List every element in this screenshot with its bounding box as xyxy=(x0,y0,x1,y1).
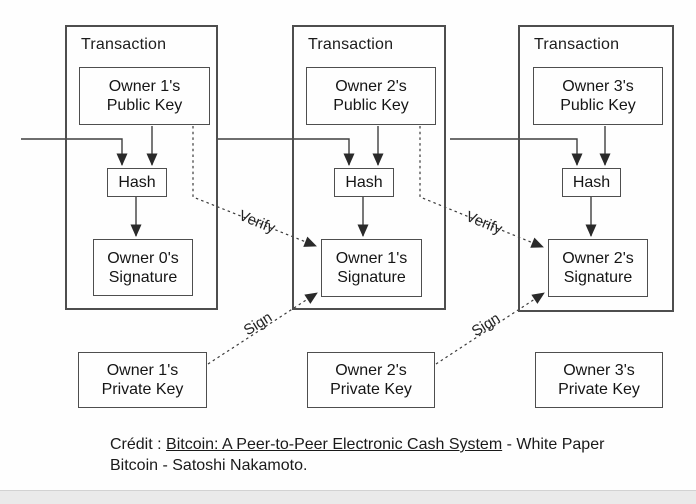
signature-box-2: Owner 1's Signature xyxy=(321,239,422,297)
hash-box-2: Hash xyxy=(334,168,394,197)
public-key-box-3: Owner 3's Public Key xyxy=(533,67,663,125)
chain-line-into-hash-1 xyxy=(21,138,128,166)
signature-box-1: Owner 0's Signature xyxy=(93,239,193,296)
credit-prefix: Crédit : xyxy=(110,436,167,453)
public-key-box-2: Owner 2's Public Key xyxy=(306,67,436,125)
sign-arrow-1 xyxy=(207,292,318,365)
credit-suffix: - White Paper Bitcoin - Satoshi Nakamoto… xyxy=(110,436,605,474)
transaction-box-2: Transaction xyxy=(292,25,446,310)
verify-arrow-2 xyxy=(419,126,544,248)
transaction-title-3: Transaction xyxy=(534,36,620,53)
hash-box-3: Hash xyxy=(562,168,621,197)
transaction-box-1: Transaction xyxy=(65,25,218,310)
credit-caption: Crédit : Bitcoin: A Peer-to-Peer Electro… xyxy=(110,435,607,476)
transaction-title-2: Transaction xyxy=(308,36,394,53)
transaction-box-3: Transaction xyxy=(518,25,674,312)
chain-line-into-hash-2 xyxy=(218,138,355,166)
private-key-box-2: Owner 2's Private Key xyxy=(307,352,435,408)
verify-arrow-1 xyxy=(192,126,317,247)
bottom-edge-strip xyxy=(0,490,696,504)
public-key-box-1: Owner 1's Public Key xyxy=(79,67,210,125)
transaction-title-1: Transaction xyxy=(81,36,167,53)
chain-line-into-hash-3 xyxy=(450,138,583,166)
sign-arrow-2 xyxy=(435,292,545,365)
hash-box-1: Hash xyxy=(107,168,167,197)
credit-whitepaper-title: Bitcoin: A Peer-to-Peer Electronic Cash … xyxy=(166,436,503,453)
private-key-box-3: Owner 3's Private Key xyxy=(535,352,663,408)
signature-box-3: Owner 2's Signature xyxy=(548,239,648,297)
private-key-box-1: Owner 1's Private Key xyxy=(78,352,207,408)
